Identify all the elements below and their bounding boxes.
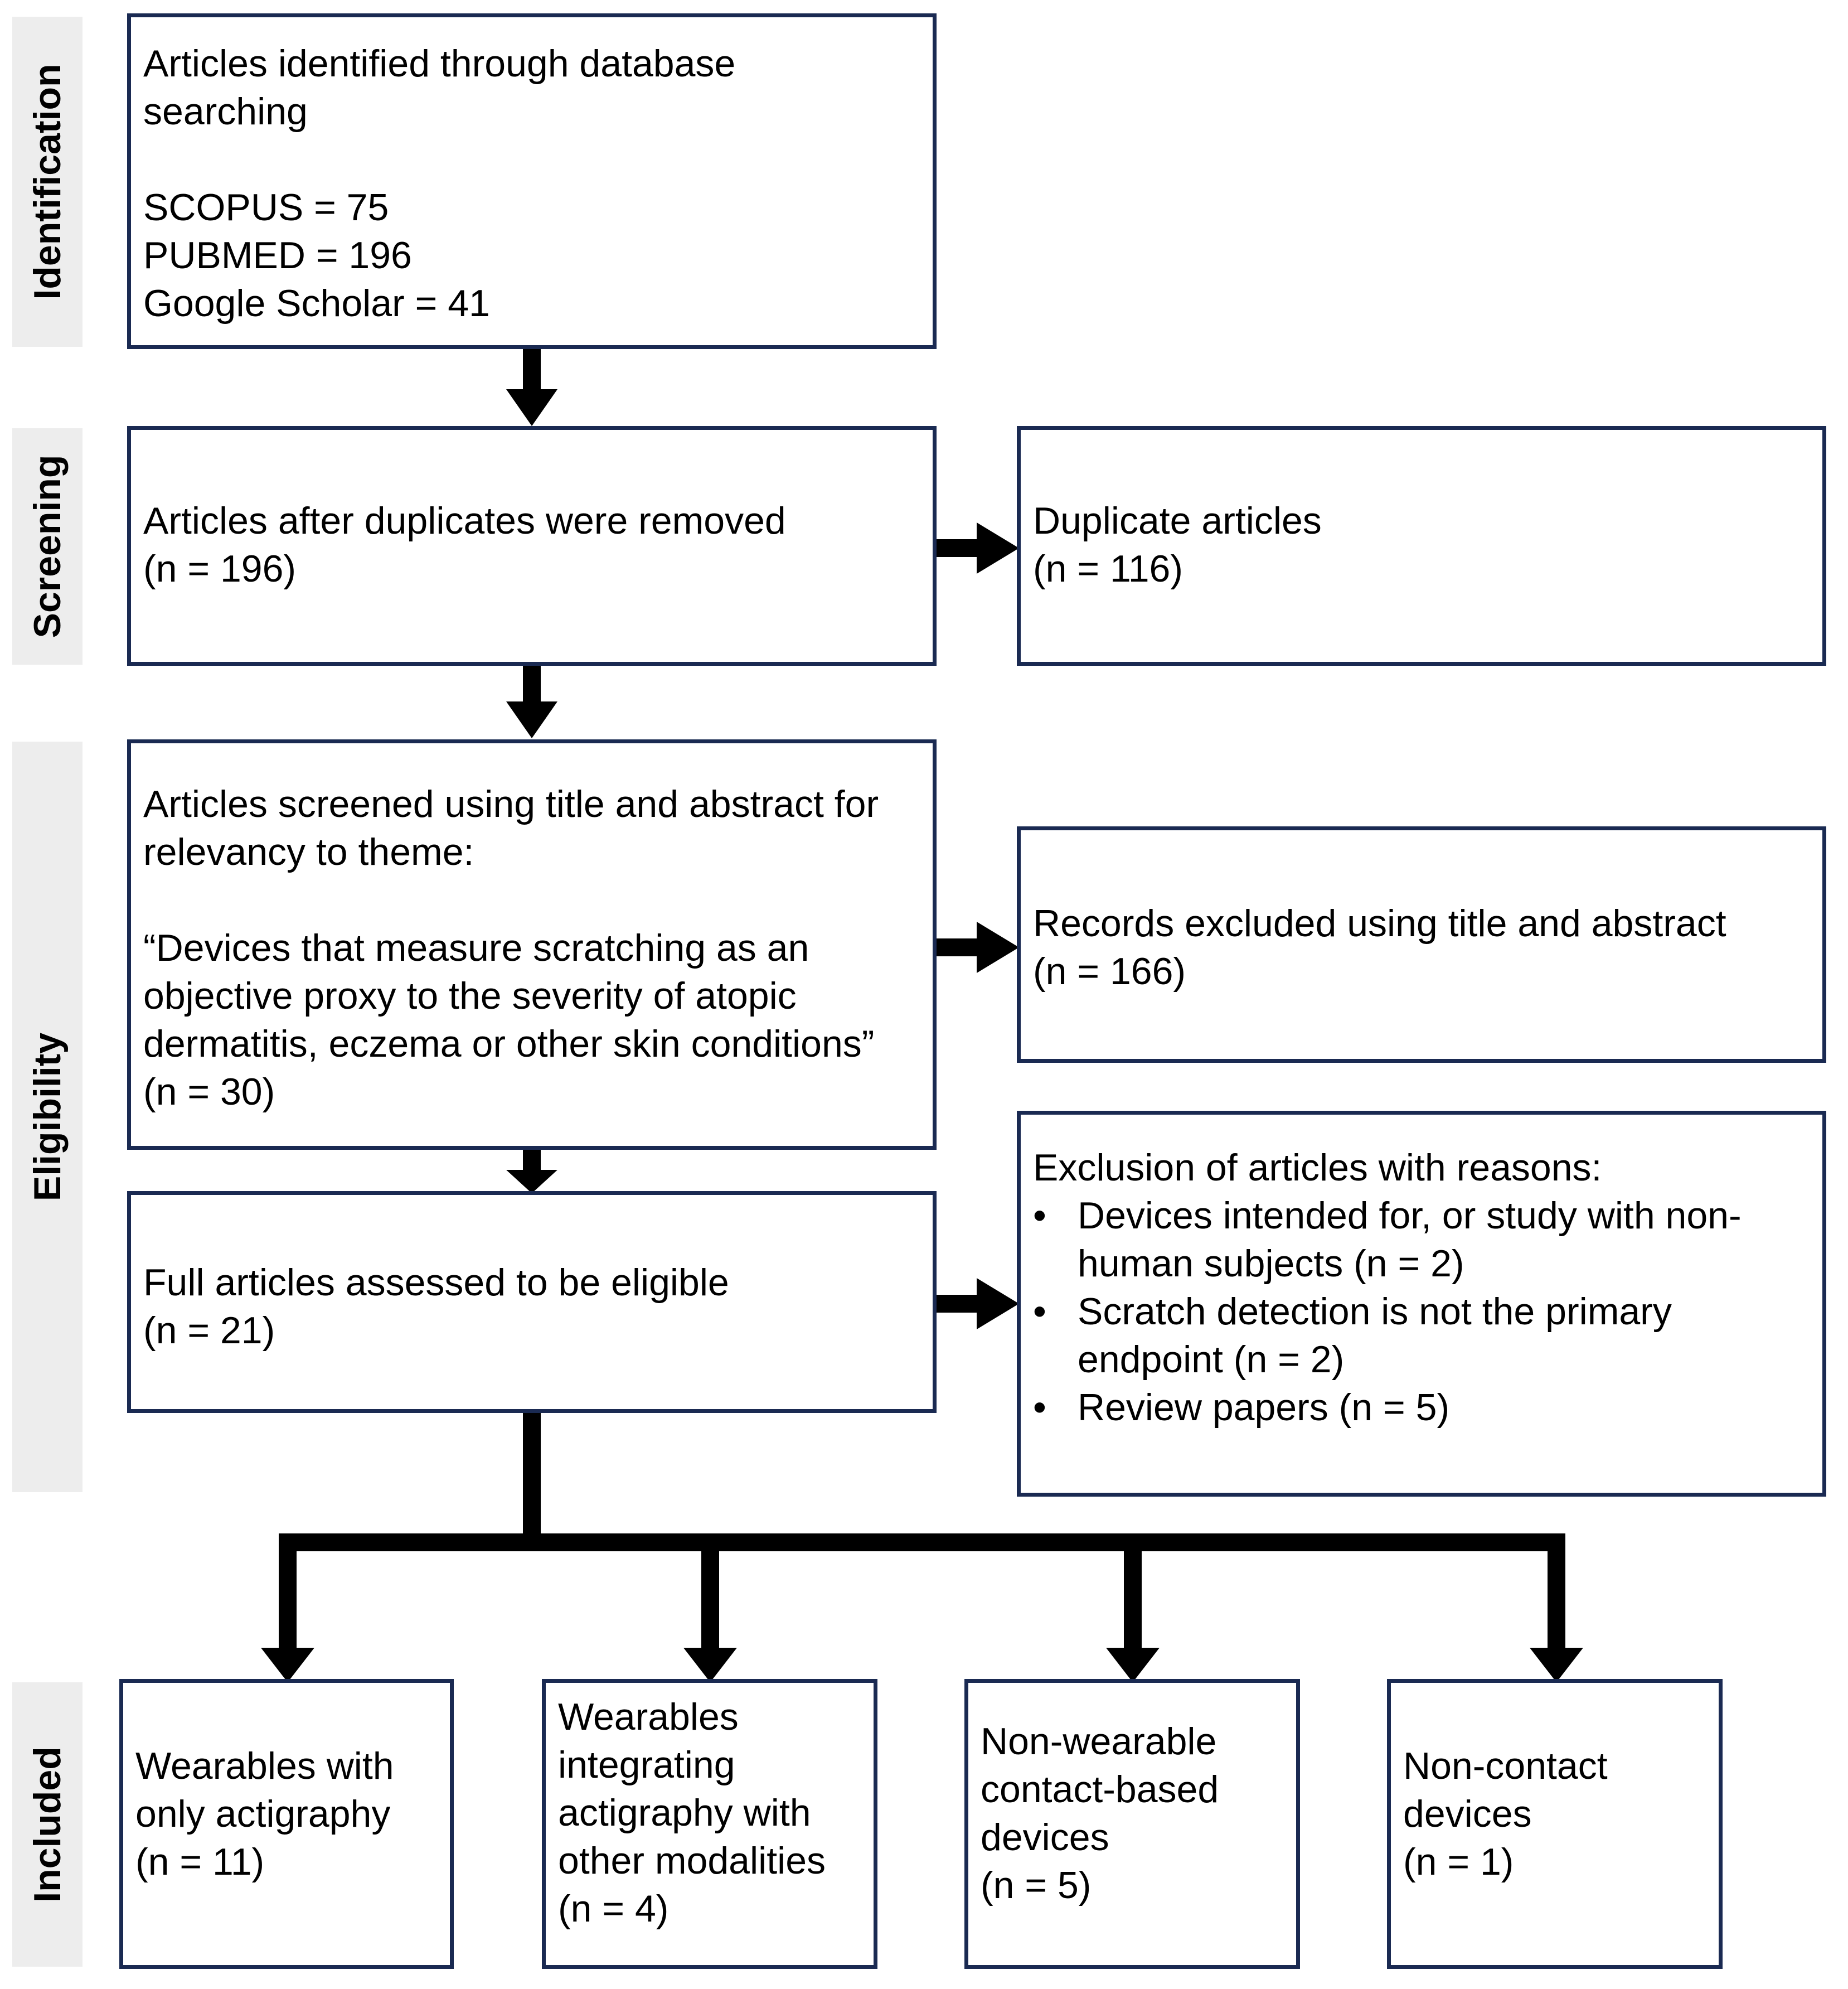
phase-band-identification: Identification — [12, 17, 83, 347]
count-included: (n = 5) — [981, 1864, 1092, 1906]
box-articles-screened: Articles screened using title and abstra… — [127, 739, 937, 1150]
branch-drop-4 — [1548, 1533, 1565, 1651]
count-included: (n = 11) — [135, 1841, 265, 1883]
exclusion-reason-item: Review papers (n = 5) — [1033, 1383, 1812, 1431]
box-duplicate-articles: Duplicate articles (n = 116) — [1017, 426, 1826, 666]
count-duplicates: (n = 116) — [1033, 548, 1184, 590]
connector-full-to-branch — [523, 1411, 541, 1551]
source-count-pubmed: PUBMED = 196 — [143, 234, 412, 277]
text-line: integrating — [558, 1744, 735, 1786]
box-records-excluded: Records excluded using title and abstrac… — [1017, 826, 1826, 1063]
arrowhead-included-4 — [1530, 1648, 1583, 1682]
connector-screening-to-eligibility — [523, 664, 541, 703]
text-line: Articles after duplicates were removed — [143, 500, 786, 542]
branch-drop-1 — [279, 1533, 297, 1651]
spacer — [143, 876, 923, 924]
box-included-non-contact: Non-contact devices (n = 1) — [1387, 1679, 1723, 1969]
arrowhead-screened-to-full — [506, 1170, 557, 1193]
text-line: Wearables with — [135, 1745, 394, 1787]
arrowhead-identified-to-screening — [506, 389, 557, 426]
connector-screened-to-full — [523, 1148, 541, 1171]
count-included: (n = 1) — [1403, 1841, 1514, 1883]
branch-horizontal-bar — [279, 1533, 1565, 1551]
arrowhead-screening-to-eligibility — [506, 701, 557, 738]
branch-drop-2 — [701, 1533, 719, 1651]
count-included: (n = 4) — [558, 1888, 669, 1930]
box-included-wearables-actigraphy: Wearables with only actigraphy (n = 11) — [119, 1679, 454, 1969]
arrowhead-to-duplicates — [977, 522, 1019, 574]
arrowhead-to-excluded-title — [977, 922, 1019, 973]
source-count-google-scholar: Google Scholar = 41 — [143, 282, 490, 325]
text-line: contact-based — [981, 1768, 1219, 1811]
box-articles-identified: Articles identified through database sea… — [127, 13, 937, 349]
count-after-duplicates: (n = 196) — [143, 548, 297, 590]
box-exclusion-reasons: Exclusion of articles with reasons: Devi… — [1017, 1111, 1826, 1497]
exclusion-reason-continuation: human subjects (n = 2) — [1078, 1242, 1464, 1285]
exclusion-heading: Exclusion of articles with reasons: — [1033, 1146, 1602, 1189]
exclusion-reason-item: Devices intended for, or study with non- — [1033, 1192, 1812, 1240]
text-line: Non-contact — [1403, 1745, 1608, 1787]
arrowhead-included-2 — [683, 1648, 737, 1682]
branch-drop-3 — [1124, 1533, 1142, 1651]
arrowhead-included-3 — [1106, 1648, 1160, 1682]
source-count-scopus: SCOPUS = 75 — [143, 186, 389, 229]
text-line: Records excluded using title and abstrac… — [1033, 902, 1726, 945]
text-line: relevancy to theme: — [143, 831, 474, 873]
text-line: devices — [981, 1816, 1109, 1859]
phase-band-included: Included — [12, 1682, 83, 1967]
text-line: actigraphy with — [558, 1792, 811, 1834]
phase-band-screening: Screening — [12, 428, 83, 665]
connector-to-exclusion-reasons — [934, 1295, 978, 1313]
text-line: only actigraphy — [135, 1793, 391, 1835]
arrowhead-included-1 — [261, 1648, 314, 1682]
theme-quote-line: “Devices that measure scratching as an — [143, 927, 809, 969]
count-screened: (n = 30) — [143, 1071, 275, 1113]
count-excluded-title: (n = 166) — [1033, 950, 1186, 993]
text-line: other modalities — [558, 1840, 826, 1882]
phase-band-eligibility: Eligibility — [12, 742, 83, 1492]
theme-quote-line: dermatitis, eczema or other skin conditi… — [143, 1023, 875, 1065]
box-included-non-wearable-contact: Non-wearable contact-based devices (n = … — [964, 1679, 1300, 1969]
spacer — [143, 135, 923, 183]
arrowhead-to-exclusion-reasons — [977, 1278, 1019, 1329]
box-full-articles: Full articles assessed to be eligible (n… — [127, 1191, 937, 1413]
text-line: devices — [1403, 1793, 1532, 1835]
text-line: searching — [143, 90, 308, 133]
text-line: Full articles assessed to be eligible — [143, 1261, 729, 1304]
exclusion-reason-continuation: endpoint (n = 2) — [1078, 1338, 1345, 1381]
exclusion-reason-item: Scratch detection is not the primary — [1033, 1288, 1812, 1335]
connector-to-excluded-title — [934, 938, 978, 956]
connector-identified-to-screening — [523, 347, 541, 390]
text-line: Articles identified through database — [143, 42, 736, 85]
connector-to-duplicates — [934, 539, 978, 557]
text-line: Duplicate articles — [1033, 500, 1322, 542]
box-after-duplicates: Articles after duplicates were removed (… — [127, 426, 937, 666]
text-line: Articles screened using title and abstra… — [143, 783, 879, 825]
text-line: Wearables — [558, 1696, 739, 1738]
theme-quote-line: objective proxy to the severity of atopi… — [143, 975, 797, 1017]
text-line: Non-wearable — [981, 1720, 1217, 1763]
count-full-articles: (n = 21) — [143, 1309, 275, 1352]
box-included-wearables-multimodal: Wearables integrating actigraphy with ot… — [542, 1679, 877, 1969]
